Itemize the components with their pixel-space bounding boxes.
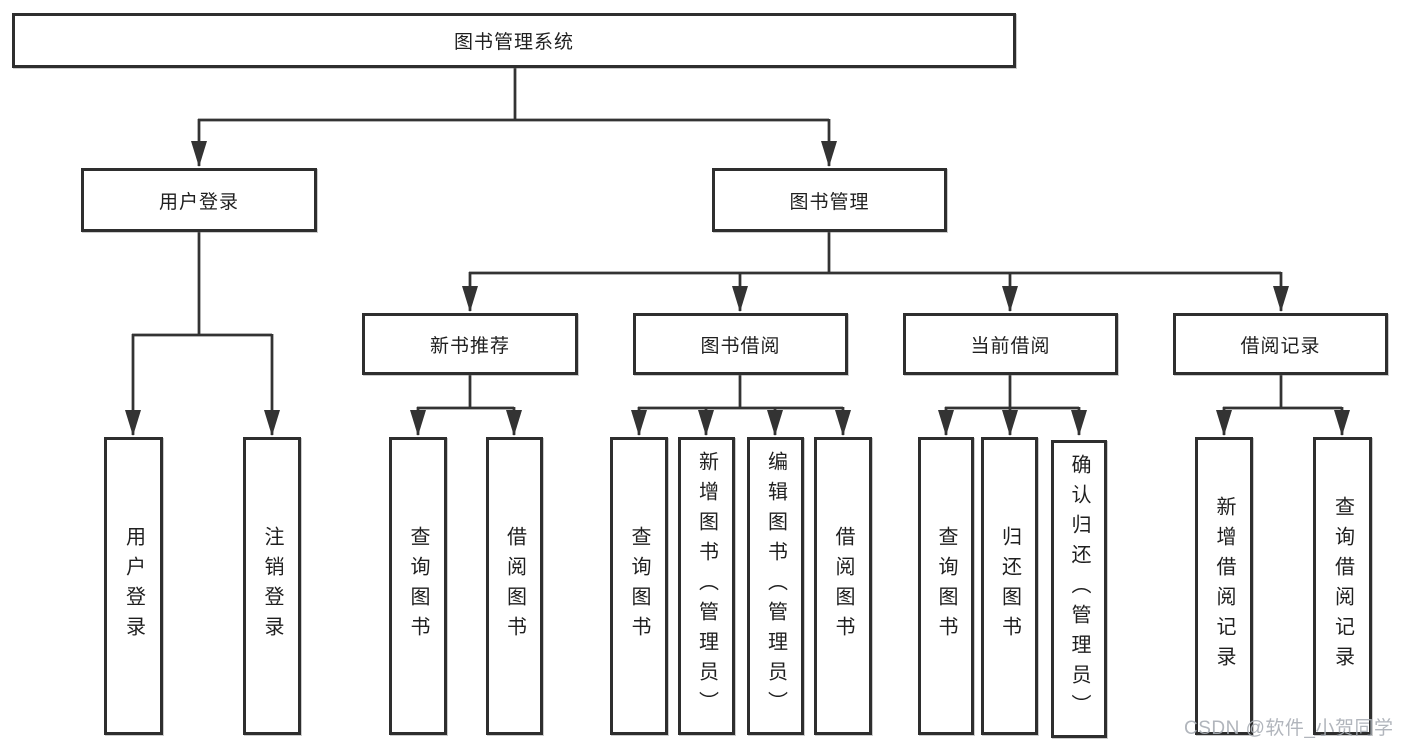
- node-current-borrow: 当前借阅: [903, 313, 1118, 375]
- leaf-return-books: 归还图书: [981, 437, 1038, 735]
- leaf-add-books-admin: 新增图书（管理员）: [678, 437, 735, 735]
- leaf-query-borrow-record-label: 查询借阅记录: [1331, 496, 1354, 676]
- leaf-add-borrow-record-label: 新增借阅记录: [1213, 496, 1235, 676]
- node-new-book-recommend-label: 新书推荐: [429, 335, 510, 357]
- leaf-borrow-books-newrec-label: 借阅图书: [503, 526, 526, 646]
- leaf-confirm-return-admin-label: 确认归还（管理员）: [1068, 454, 1090, 724]
- leaf-edit-books-admin: 编辑图书（管理员）: [747, 437, 804, 735]
- leaf-user-login: 用户登录: [104, 437, 163, 735]
- leaf-borrow-books-borrow: 借阅图书: [814, 437, 872, 735]
- leaf-user-login-label: 用户登录: [122, 526, 145, 646]
- node-book-management-label: 图书管理: [789, 191, 870, 213]
- node-user-login: 用户登录: [81, 168, 317, 232]
- leaf-query-books-newrec: 查询图书: [389, 437, 447, 735]
- leaf-borrow-books-newrec: 借阅图书: [486, 437, 543, 735]
- node-borrow-records: 借阅记录: [1173, 313, 1388, 375]
- node-current-borrow-label: 当前借阅: [970, 335, 1051, 357]
- node-borrow-records-label: 借阅记录: [1240, 335, 1321, 357]
- node-root: 图书管理系统: [12, 13, 1016, 68]
- node-book-management: 图书管理: [712, 168, 947, 232]
- leaf-query-books-current: 查询图书: [918, 437, 974, 735]
- leaf-borrow-books-borrow-label: 借阅图书: [832, 526, 854, 646]
- node-book-borrow: 图书借阅: [633, 313, 848, 375]
- leaf-query-books-newrec-label: 查询图书: [407, 526, 429, 646]
- leaf-logout-login: 注销登录: [243, 437, 301, 735]
- leaf-confirm-return-admin: 确认归还（管理员）: [1051, 440, 1107, 738]
- leaf-add-borrow-record: 新增借阅记录: [1195, 437, 1253, 735]
- node-user-login-label: 用户登录: [158, 191, 239, 213]
- leaf-logout-login-label: 注销登录: [261, 526, 283, 646]
- leaf-query-books-borrow: 查询图书: [610, 437, 668, 735]
- node-book-borrow-label: 图书借阅: [700, 335, 781, 357]
- leaf-query-books-current-label: 查询图书: [935, 526, 957, 646]
- node-new-book-recommend: 新书推荐: [362, 313, 578, 375]
- watermark: CSDN @软件_小贺同学: [1184, 718, 1394, 739]
- leaf-query-books-borrow-label: 查询图书: [628, 526, 650, 646]
- leaf-query-borrow-record: 查询借阅记录: [1313, 437, 1372, 735]
- leaf-return-books-label: 归还图书: [998, 526, 1021, 646]
- leaf-edit-books-admin-label: 编辑图书（管理员）: [764, 451, 787, 721]
- leaf-add-books-admin-label: 新增图书（管理员）: [695, 451, 718, 721]
- node-root-label: 图书管理系统: [453, 32, 574, 53]
